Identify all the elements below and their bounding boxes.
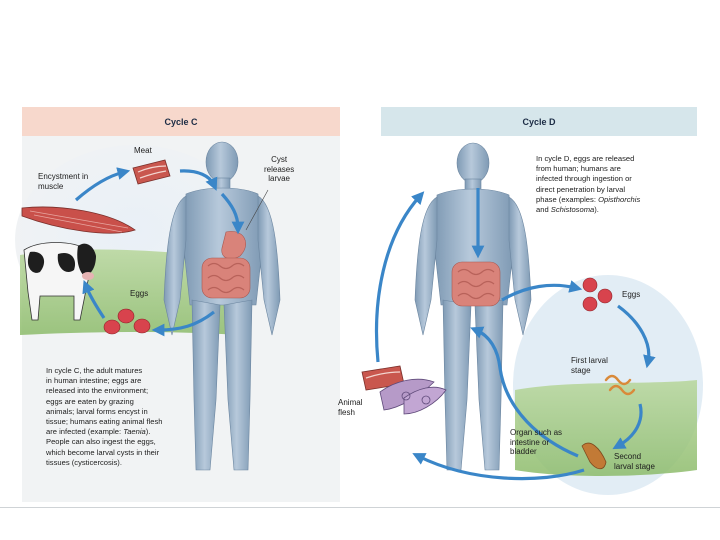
human-figure-d <box>414 142 532 471</box>
label-animal-flesh: Animal flesh <box>338 398 363 417</box>
arrow-first-to-second-larval <box>612 403 643 450</box>
arrow-eggs-to-first-larval <box>617 304 656 369</box>
label-eggs-d: Eggs <box>622 290 641 299</box>
cycle-d-title: Cycle D <box>381 107 697 136</box>
arrow-flesh-to-human <box>374 191 425 363</box>
meat-piece-c <box>132 159 171 185</box>
label-organ: Organ such as intestine or bladder <box>510 428 563 456</box>
animal-flesh-d <box>361 365 447 415</box>
arrow-cyst-to-stomach <box>220 192 245 235</box>
label-eggs-c: Eggs <box>130 289 149 298</box>
cycle-c-description: In cycle C, the adult matures in human i… <box>46 366 163 467</box>
intestine-c <box>201 257 251 299</box>
label-second-larval-stage: Second larval stage <box>614 452 655 471</box>
cow-illustration <box>23 242 96 321</box>
arrow-meat-to-human <box>179 169 218 191</box>
eggs-c <box>103 308 151 335</box>
muscle-tissue-c <box>21 206 136 234</box>
label-cyst: Cyst releases larvae <box>264 155 295 183</box>
bottom-divider <box>0 507 720 508</box>
cycle-c-title: Cycle C <box>22 107 340 136</box>
label-meat: Meat <box>134 146 152 155</box>
arrow-eggs-to-cow <box>82 280 106 319</box>
arrow-muscle-to-meat <box>74 167 131 202</box>
eggs-d <box>582 277 613 312</box>
cyst-leader-line <box>245 189 269 231</box>
label-encystment: Encystment in muscle <box>38 172 89 191</box>
first-larval-stage <box>604 374 636 396</box>
arrow-bottom-to-flesh <box>412 453 585 481</box>
arrow-intestine-to-eggs-d <box>501 280 583 302</box>
cycle-d-description: In cycle D, eggs are released from human… <box>536 154 641 215</box>
label-first-larval-stage: First larval stage <box>571 356 608 375</box>
arrow-intestine-to-eggs <box>151 310 215 337</box>
intestine-d <box>451 261 501 307</box>
arrow-second-larval-to-organ <box>470 326 579 458</box>
cycle-d-grass <box>515 380 697 476</box>
second-larval-stage <box>581 442 607 470</box>
